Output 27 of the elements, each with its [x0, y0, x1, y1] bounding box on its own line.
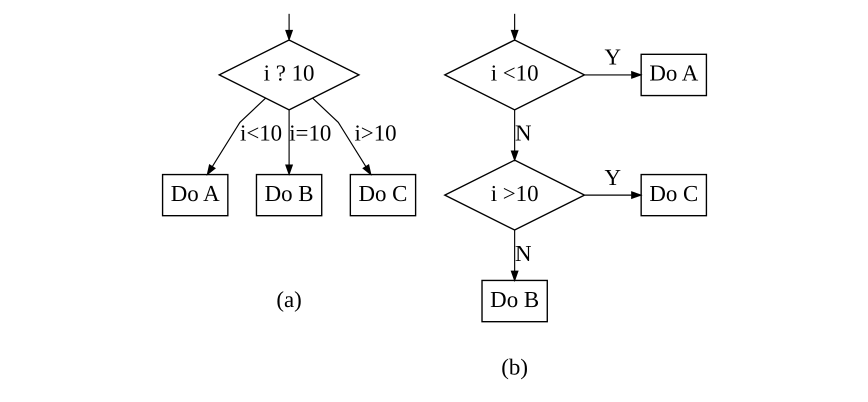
- node-diamond: i <10: [442, 39, 586, 111]
- node-box: Do A: [161, 174, 228, 216]
- arrow: [284, 110, 293, 176]
- edge-label: i>10: [354, 120, 396, 146]
- node-box: Do B: [255, 174, 322, 216]
- edge-label: i<10: [239, 120, 282, 146]
- label: (a): [276, 286, 302, 312]
- arrow: [206, 98, 266, 176]
- edge-label: N: [514, 120, 531, 146]
- edge-label: N: [514, 240, 531, 266]
- node-box: Do A: [640, 54, 707, 96]
- arrow: [284, 14, 293, 42]
- arrow: [584, 191, 642, 200]
- node-diamond: i >10: [442, 159, 586, 231]
- arrow: [312, 98, 372, 176]
- arrow: [510, 230, 518, 282]
- node-diamond: i ? 10: [217, 39, 360, 111]
- label: (b): [500, 354, 528, 380]
- arrow: [510, 110, 518, 162]
- arrow: [510, 14, 518, 42]
- node-box: Do B: [480, 280, 548, 322]
- arrow: [584, 70, 642, 79]
- edge-label: Y: [604, 164, 621, 190]
- edge-label: i=10: [288, 120, 331, 146]
- node-box: Do C: [349, 174, 416, 216]
- node-box: Do C: [640, 174, 707, 216]
- edge-label: Y: [604, 44, 621, 70]
